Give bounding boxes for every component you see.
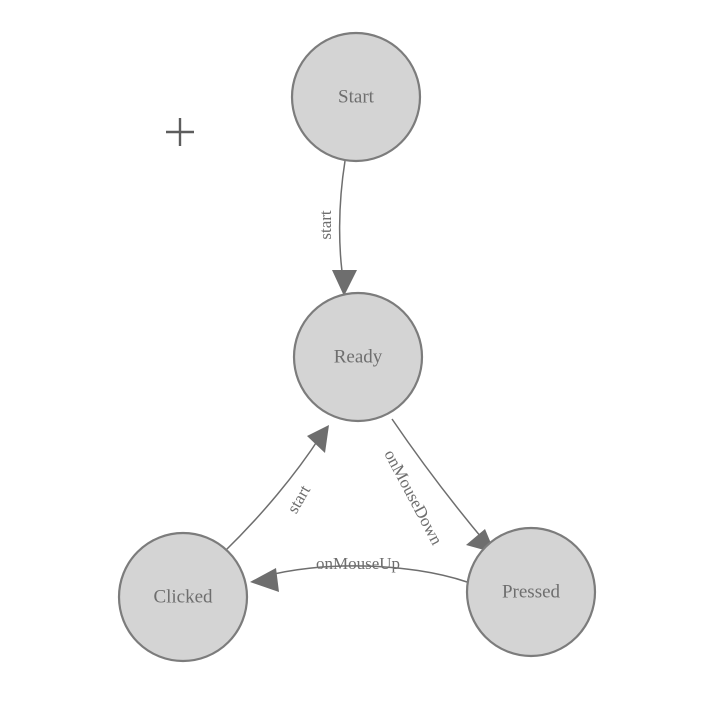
node-start-circle: [290, 31, 422, 163]
node-pressed-label: Pressed: [502, 581, 561, 602]
edge-pressed-to-clicked[interactable]: onMouseUp: [250, 554, 468, 592]
arrowhead-clicked-to-ready: [307, 425, 329, 453]
node-ready-circle: [292, 291, 424, 423]
edge-path-pressed-to-clicked: [261, 565, 468, 583]
edge-path-ready-to-pressed: [391, 418, 487, 544]
edge-start-to-ready[interactable]: start: [316, 160, 357, 296]
node-pressed[interactable]: Pressed: [465, 526, 597, 658]
node-ready[interactable]: Ready: [292, 291, 424, 423]
node-ready-label: Ready: [334, 346, 383, 367]
edge-ready-to-pressed[interactable]: onMouseDown: [380, 418, 495, 553]
node-pressed-circle: [465, 526, 597, 658]
node-clicked-circle: [117, 531, 249, 663]
node-start-label: Start: [338, 86, 375, 107]
node-clicked-label: Clicked: [153, 586, 213, 607]
node-start[interactable]: Start: [290, 31, 422, 163]
arrowhead-pressed-to-clicked: [250, 568, 279, 592]
edge-label-clicked-to-ready: start: [283, 482, 314, 517]
edge-path-start-to-ready: [338, 160, 346, 286]
arrowhead-start-to-ready: [332, 270, 357, 296]
edge-label-pressed-to-clicked: onMouseUp: [316, 554, 400, 573]
plus-crosshair-marker[interactable]: [166, 118, 194, 146]
edge-label-ready-to-pressed: onMouseDown: [380, 447, 446, 549]
edge-label-start-to-ready: start: [316, 210, 335, 240]
edge-path-clicked-to-ready: [223, 436, 321, 553]
node-clicked[interactable]: Clicked: [117, 531, 249, 663]
edge-clicked-to-ready[interactable]: start: [223, 425, 329, 553]
